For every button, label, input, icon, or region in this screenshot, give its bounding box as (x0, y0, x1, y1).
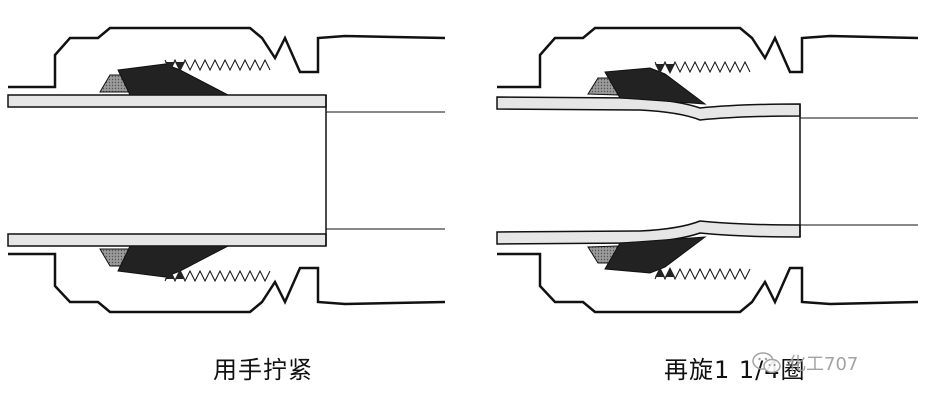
right-thread-top-teeth (655, 64, 675, 74)
right-front-ferrule-bottom (604, 236, 707, 274)
right-thread-bottom-teeth (655, 267, 675, 277)
left-nut-top-outline (8, 26, 446, 89)
right-nut-top-outline (497, 26, 919, 89)
left-assembly (7, 26, 446, 314)
left-nut-bottom-outline (8, 252, 446, 314)
left-thread-top-teeth (165, 62, 185, 72)
watermark-text: 化工707 (788, 354, 859, 375)
left-caption: 用手拧紧 (213, 356, 313, 384)
left-thread-bottom-teeth (165, 269, 185, 279)
left-tube-top-wall (7, 94, 327, 108)
right-front-ferrule-top (604, 67, 707, 105)
wechat-icon (752, 352, 781, 374)
right-assembly (496, 26, 919, 314)
right-nut-bottom-outline (497, 252, 919, 314)
left-tube-bottom-wall (7, 233, 327, 247)
right-caption: 再旋1 1/4圈 (664, 356, 806, 384)
left-front-ferrule-top (117, 63, 229, 96)
watermark: 化工707 (752, 350, 858, 376)
left-front-ferrule-bottom (117, 245, 229, 278)
